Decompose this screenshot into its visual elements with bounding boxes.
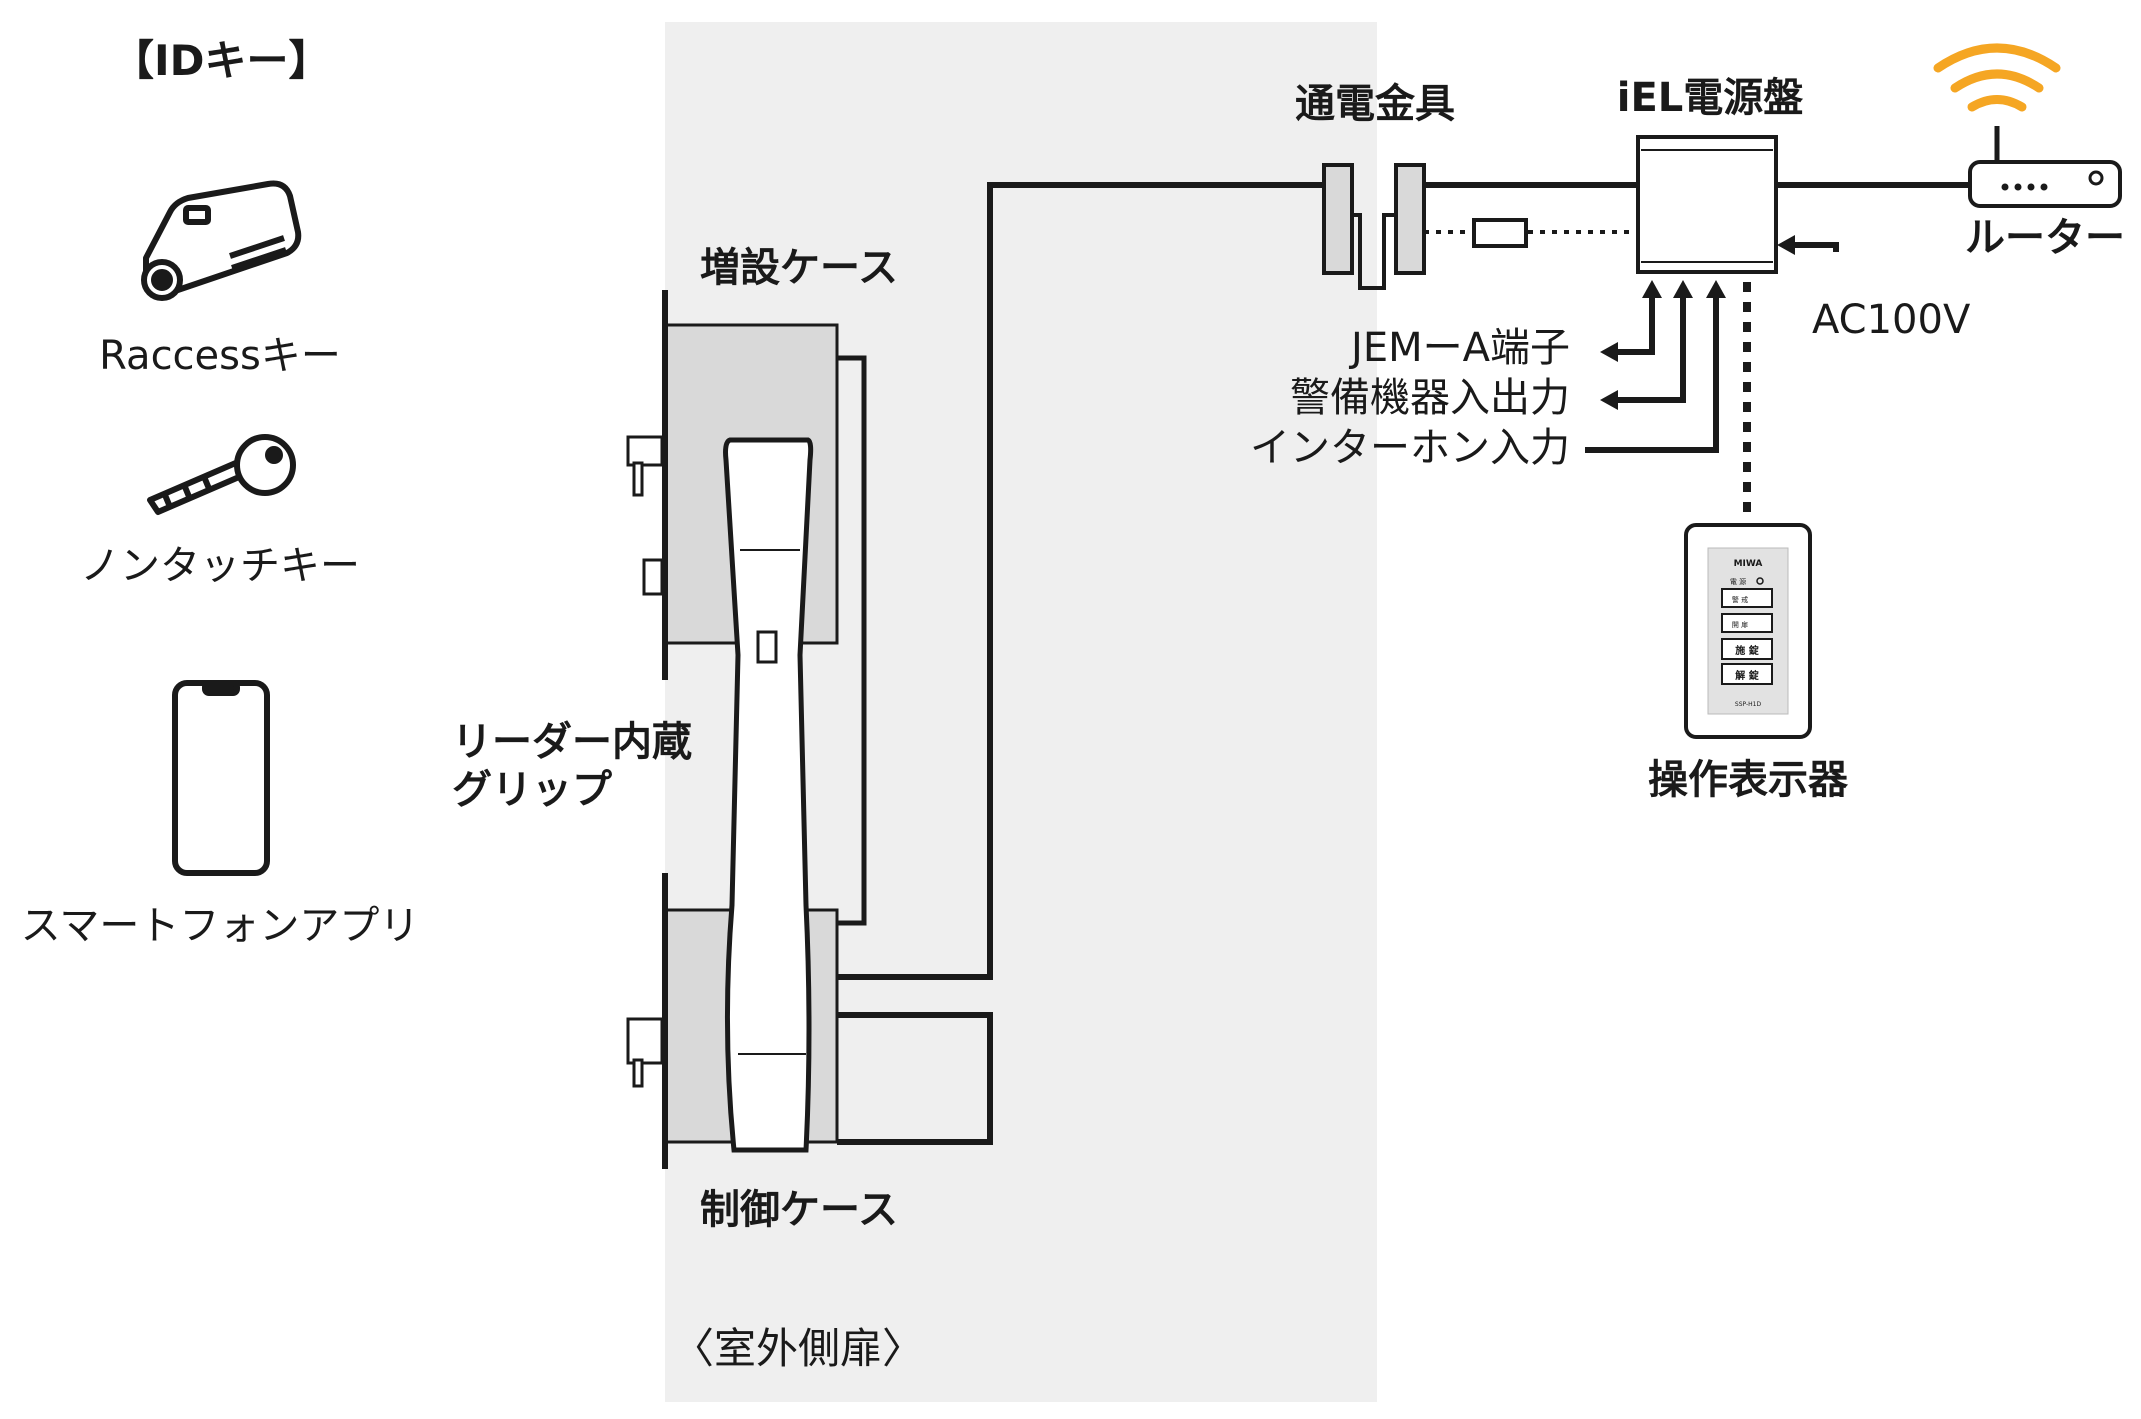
operation-display-unit [1684,523,1812,739]
security-io-label: 警備機器入出力 [1290,375,1570,421]
resistor-box [1472,218,1528,248]
wiring [837,182,1970,1145]
grip-label-line2: グリップ [452,767,612,813]
raccess-key-label: Raccessキー [99,333,341,379]
dotted-links [1424,230,1751,515]
control-case-label: 制御ケース [700,1187,898,1233]
display-unlock-button: 解 錠 [1735,669,1758,682]
outdoor-door-label: 〈室外側扉〉 [672,1324,925,1373]
smartphone-icon [172,680,270,876]
display-brand: MIWA [1734,559,1763,569]
display-lock-button: 施 錠 [1735,644,1758,657]
operation-display-label: 操作表示器 [1648,757,1848,803]
ac100v-label: AC100V [1812,297,1971,343]
conductive-fitting [1322,163,1426,290]
power-panel-label: iEL電源盤 [1616,75,1804,121]
router-icon [1968,126,2122,208]
intercom-input-label: インターホン入力 [1250,425,1570,471]
raccess-key-icon [141,180,302,301]
reader-grip [723,437,814,1153]
router-label: ルーター [1965,215,2125,261]
non-touch-key-label: ノンタッチキー [80,543,360,589]
display-row2: 開 扉 [1732,620,1748,629]
grip-label-line1: リーダー内蔵 [452,719,692,765]
conductive-fitting-label: 通電金具 [1295,81,1455,127]
extension-case-label: 増設ケース [700,245,898,291]
operation-display-text: MIWA 電 源 警 戒 開 扉 施 錠 解 錠 SSP-H1D [1730,559,1763,708]
id-section-heading: 【IDキー】 [112,36,331,85]
smartphone-app-label: スマートフォンアプリ [20,903,420,949]
key-icon [147,434,296,515]
display-row1: 警 戒 [1732,595,1748,604]
jem-terminal-label: JEMーA端子 [1351,325,1570,371]
power-panel-box [1636,135,1778,274]
wifi-icon [1933,43,2061,112]
arrowheads [1600,235,1795,410]
display-model: SSP-H1D [1735,701,1762,708]
display-indicator: 電 源 [1730,577,1746,586]
